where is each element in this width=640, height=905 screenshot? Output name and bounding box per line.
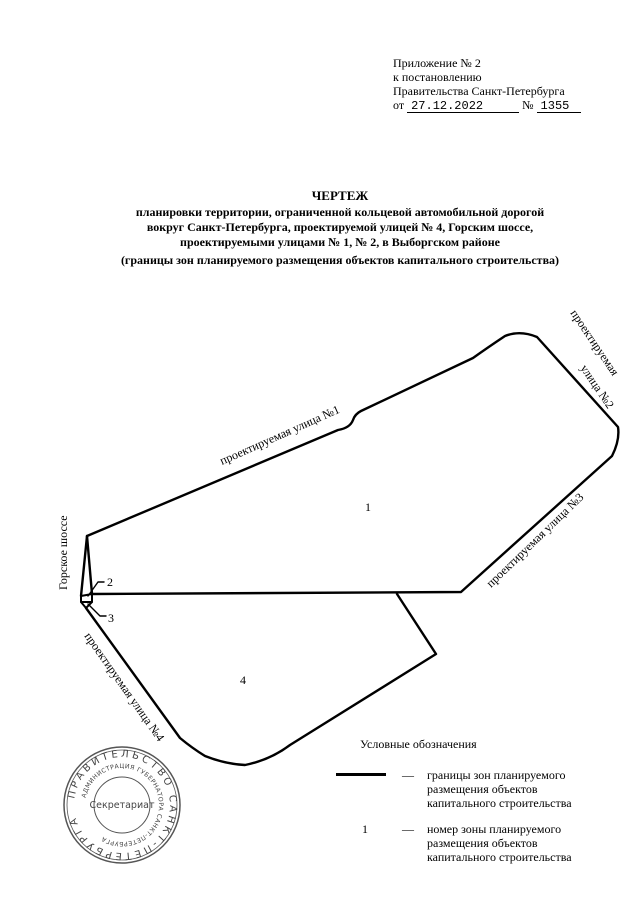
appendix-government: Правительства Санкт-Петербурга	[393, 84, 565, 98]
appendix-header: Приложение № 2 к постановлению Правитель…	[393, 56, 581, 113]
street-4-label: проектируемая улица №4	[82, 630, 168, 744]
official-stamp: ПРАВИТЕЛЬСТВО САНКТ-ПЕТЕРБУРГА АДМИНИСТР…	[63, 746, 181, 864]
appendix-to-resolution: к постановлению	[393, 70, 482, 84]
document-title: ЧЕРТЕЖ планировки территории, ограниченн…	[60, 188, 620, 268]
zone-1-label: 1	[365, 500, 371, 514]
zone-3-label: 3	[108, 611, 114, 625]
zone-4-label: 4	[240, 673, 246, 687]
zone-number-symbol: 1	[362, 822, 368, 836]
street-1-label: проектируемая улица №1	[218, 402, 342, 468]
street-3-label: проектируемая улица №3	[483, 490, 586, 590]
legend-dash: —	[402, 768, 414, 782]
appendix-date-line: от 27.12.2022 № 1355	[393, 98, 581, 113]
boundary-line-symbol	[336, 773, 386, 776]
zone-1-boundary	[85, 332, 620, 596]
legend-text: границы зон планируемого размещения объе…	[427, 768, 572, 810]
number-label: №	[522, 98, 534, 112]
resolution-date: 27.12.2022	[407, 100, 520, 113]
zone-2-label: 2	[107, 575, 113, 589]
street-2-label-a: проектируемая	[568, 307, 623, 379]
gorskoe-shosse-label: Горское шоссе	[56, 515, 70, 590]
title-line-1: планировки территории, ограниченной коль…	[135, 205, 545, 219]
legend-title: Условные обозначения	[360, 737, 477, 751]
resolution-number: 1355	[536, 100, 581, 113]
legend-text: номер зоны планируемого размещения объек…	[427, 822, 572, 864]
zone-3-leader	[87, 603, 107, 617]
zone-4-boundary	[84, 592, 438, 767]
legend-dash: —	[402, 822, 414, 836]
gorskoe-boundary	[79, 534, 89, 598]
title-line-3: проектируемыми улицами № 1, № 2, в Выбор…	[180, 235, 500, 249]
title-line-2: вокруг Санкт-Петербурга, проектируемой у…	[146, 220, 534, 234]
zone-2-boundary	[80, 593, 93, 603]
from-label: от	[393, 98, 405, 112]
title-heading: ЧЕРТЕЖ	[311, 188, 369, 203]
appendix-number: Приложение № 2	[393, 56, 481, 70]
title-subtitle: (границы зон планируемого размещения объ…	[120, 253, 560, 267]
zone-2-leader	[87, 581, 105, 597]
stamp-center-text: Секретариат	[89, 800, 154, 811]
